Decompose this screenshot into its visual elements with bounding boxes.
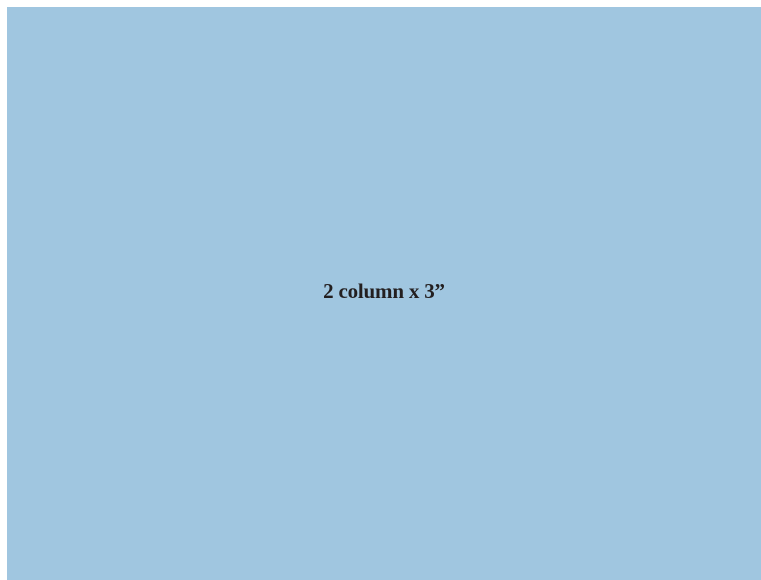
placeholder-size-label: 2 column x 3” xyxy=(323,279,445,303)
ad-placeholder-box: 2 column x 3” xyxy=(7,7,761,580)
